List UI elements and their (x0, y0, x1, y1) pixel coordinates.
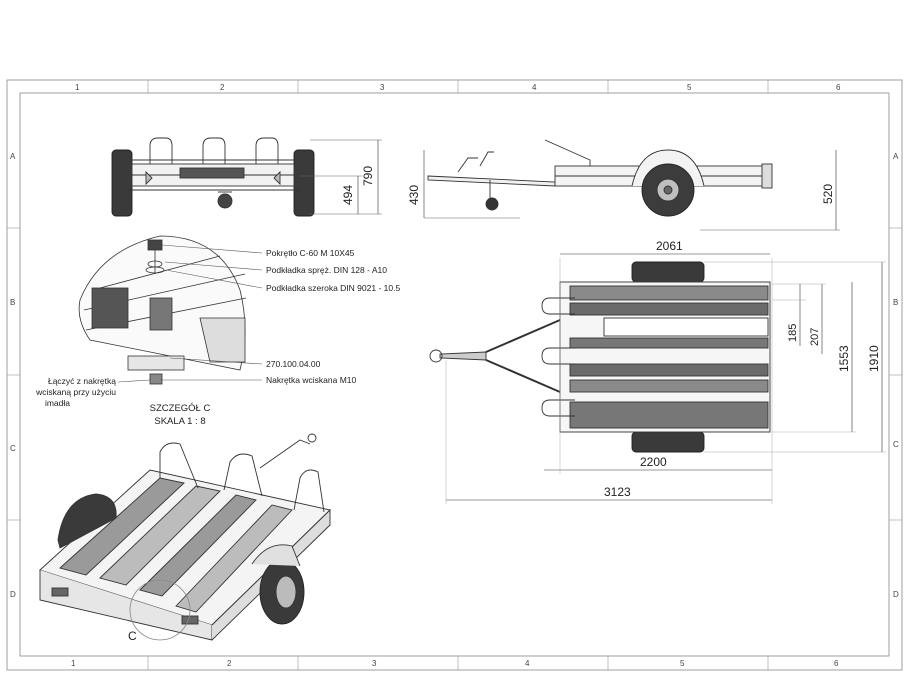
dim-top-rail-spacing: 185 (787, 324, 799, 342)
callout-wide-washer: Podkładka szeroka DIN 9021 - 10.5 (266, 283, 400, 293)
dim-front-inner-height: 494 (341, 185, 355, 205)
row-left-d: D (10, 590, 16, 599)
note-line-3: imadła (45, 398, 70, 408)
callout-part-number: 270.100.04.00 (266, 359, 321, 369)
col-top-6: 6 (836, 83, 841, 92)
front-view (111, 137, 382, 217)
dim-top-total-length: 3123 (604, 485, 631, 499)
dim-side-bed-height: 520 (821, 184, 835, 204)
row-right-a: A (893, 152, 899, 161)
top-view (429, 253, 886, 504)
side-view (423, 139, 840, 231)
col-bottom-5: 5 (680, 659, 685, 668)
col-top-4: 4 (532, 83, 537, 92)
detail-c-view (78, 235, 263, 385)
col-bottom-2: 2 (227, 659, 232, 668)
detail-scale: SKALA 1 : 8 (154, 416, 205, 427)
row-left-a: A (10, 152, 16, 161)
row-right-d: D (893, 590, 899, 599)
col-bottom-6: 6 (834, 659, 839, 668)
dim-top-rail-spacing-2: 207 (809, 328, 821, 346)
col-top-3: 3 (380, 83, 385, 92)
col-top-2: 2 (220, 83, 225, 92)
dim-front-overall-height: 790 (361, 166, 375, 186)
dim-side-hitch-height: 430 (407, 185, 421, 205)
iso-view (39, 433, 331, 641)
callout-spring-washer: Podkładka spręż. DIN 128 - A10 (266, 265, 387, 275)
callout-press-nut: Nakrętka wciskana M10 (266, 375, 357, 385)
detail-title: SZCZEGÓŁ C (150, 403, 211, 414)
row-left-b: B (10, 298, 16, 307)
inner-frame (19, 92, 890, 657)
note-line-1: Łączyć z nakrętką (48, 376, 116, 386)
col-bottom-1: 1 (71, 659, 76, 668)
col-bottom-4: 4 (525, 659, 530, 668)
row-right-c: C (893, 440, 899, 449)
dim-top-total-width: 1910 (867, 345, 881, 372)
row-left-c: C (10, 444, 16, 453)
dim-top-axle-width: 2061 (656, 239, 683, 253)
col-top-5: 5 (687, 83, 692, 92)
note-line-2: wciskaną przy użyciu (35, 387, 116, 397)
dim-top-bed-width: 1553 (837, 345, 851, 372)
col-bottom-3: 3 (372, 659, 377, 668)
col-top-1: 1 (75, 83, 80, 92)
iso-detail-marker: C (128, 629, 137, 643)
dim-top-bed-length: 2200 (640, 455, 667, 469)
row-right-b: B (893, 298, 899, 307)
zone-ticks (7, 80, 902, 670)
callout-knob: Pokrętło C-60 M 10X45 (266, 248, 355, 258)
